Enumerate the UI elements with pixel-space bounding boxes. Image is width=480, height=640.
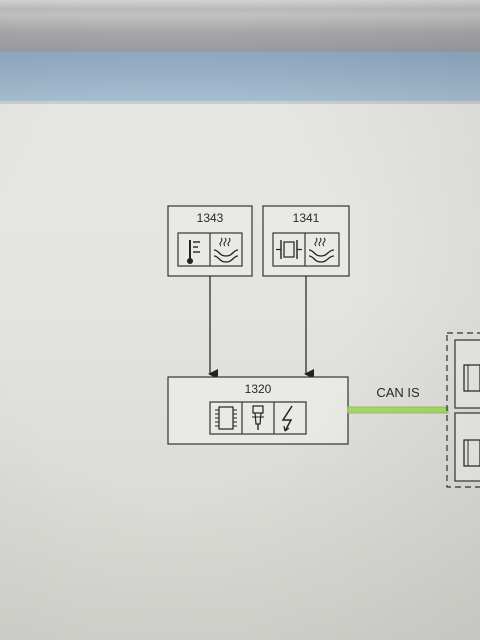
node-1320[interactable]: 1320 — [167, 376, 349, 445]
can-is-bus-line — [347, 406, 449, 414]
heated-pipe-icon — [213, 237, 239, 263]
chip-icon — [463, 439, 480, 467]
node-1343-label: 1343 — [197, 211, 224, 225]
chip-icon — [463, 364, 480, 392]
external-module-group[interactable] — [446, 332, 480, 488]
node-1320-icon-group — [209, 401, 307, 435]
header-divider — [0, 101, 480, 104]
crystal-sensor-icon — [276, 240, 302, 259]
external-module-upper-box — [454, 339, 480, 409]
thermometer-icon — [187, 240, 200, 264]
external-module-lower-box — [454, 412, 480, 482]
node-1343-icon-group — [177, 232, 243, 267]
node-1341[interactable]: 1341 — [262, 205, 350, 277]
node-1341-icon-group — [272, 232, 340, 267]
external-module-dashed-border — [446, 332, 480, 488]
node-1341-label: 1341 — [293, 211, 320, 225]
node-1343[interactable]: 1343 — [167, 205, 253, 277]
window-top-bar — [0, 0, 480, 52]
lightning-icon — [281, 405, 293, 432]
app-header-bar — [0, 52, 480, 102]
can-is-bus-label: CAN IS — [376, 385, 420, 400]
heated-pipe-icon — [308, 237, 335, 263]
node-1320-label: 1320 — [245, 382, 272, 396]
injector-icon — [252, 405, 264, 430]
chip-icon — [215, 406, 237, 430]
